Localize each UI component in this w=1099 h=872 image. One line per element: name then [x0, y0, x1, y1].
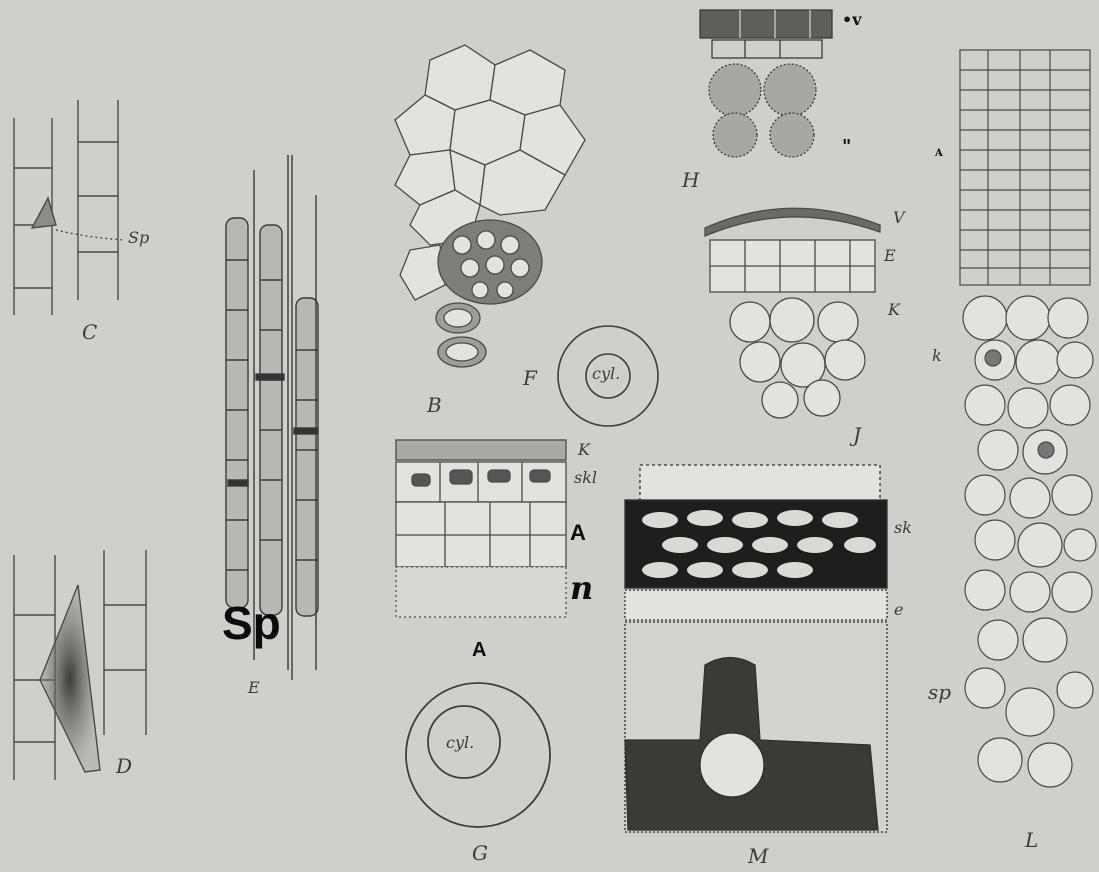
annotation-cyl-g: cyl. — [446, 735, 474, 751]
annotation-a-mid: A — [570, 522, 586, 544]
annotation-sp-l: sp — [928, 682, 951, 702]
annotation-skl-a: skl — [574, 470, 597, 486]
annotation-k-j: K — [888, 302, 900, 318]
figure-b-drawing — [395, 45, 585, 367]
annotation-v-j: V — [893, 210, 905, 226]
label-figure-c: C — [82, 322, 97, 342]
label-figure-l: L — [1025, 830, 1038, 850]
label-figure-e: E — [248, 680, 260, 696]
figure-g-drawing — [406, 683, 550, 827]
annotation-quote-h: " — [842, 138, 851, 156]
annotation-sp-e: Sp — [222, 600, 281, 646]
annotation-a-l: A — [935, 149, 943, 159]
annotation-sk-m: sk — [894, 520, 912, 536]
figure-c-drawing — [14, 100, 125, 315]
annotation-e-m: e — [894, 602, 903, 618]
annotation-v-h: •v — [842, 12, 862, 28]
annotation-sp-c: Sp — [128, 230, 149, 246]
figure-h-drawing — [700, 10, 832, 157]
figure-a-drawing — [396, 440, 566, 617]
figure-l-drawing — [960, 50, 1096, 787]
annotation-a-bottom: A — [472, 640, 486, 660]
label-figure-m: M — [748, 846, 768, 866]
annotation-e-j: E — [884, 248, 896, 264]
label-figure-h: H — [682, 170, 699, 190]
figure-m-drawing — [625, 465, 887, 832]
figure-j-drawing — [705, 208, 880, 418]
annotation-k-l: k — [932, 348, 942, 364]
label-figure-f: F — [523, 368, 537, 388]
annotation-k-a: K — [578, 442, 590, 458]
label-figure-b: B — [427, 395, 442, 415]
label-figure-j: J — [853, 425, 861, 445]
figure-d-drawing — [14, 550, 146, 780]
annotation-cyl-f: cyl. — [592, 366, 620, 382]
label-figure-g: G — [472, 843, 488, 863]
annotation-n-a: n — [570, 572, 593, 604]
label-figure-d: D — [116, 756, 132, 776]
